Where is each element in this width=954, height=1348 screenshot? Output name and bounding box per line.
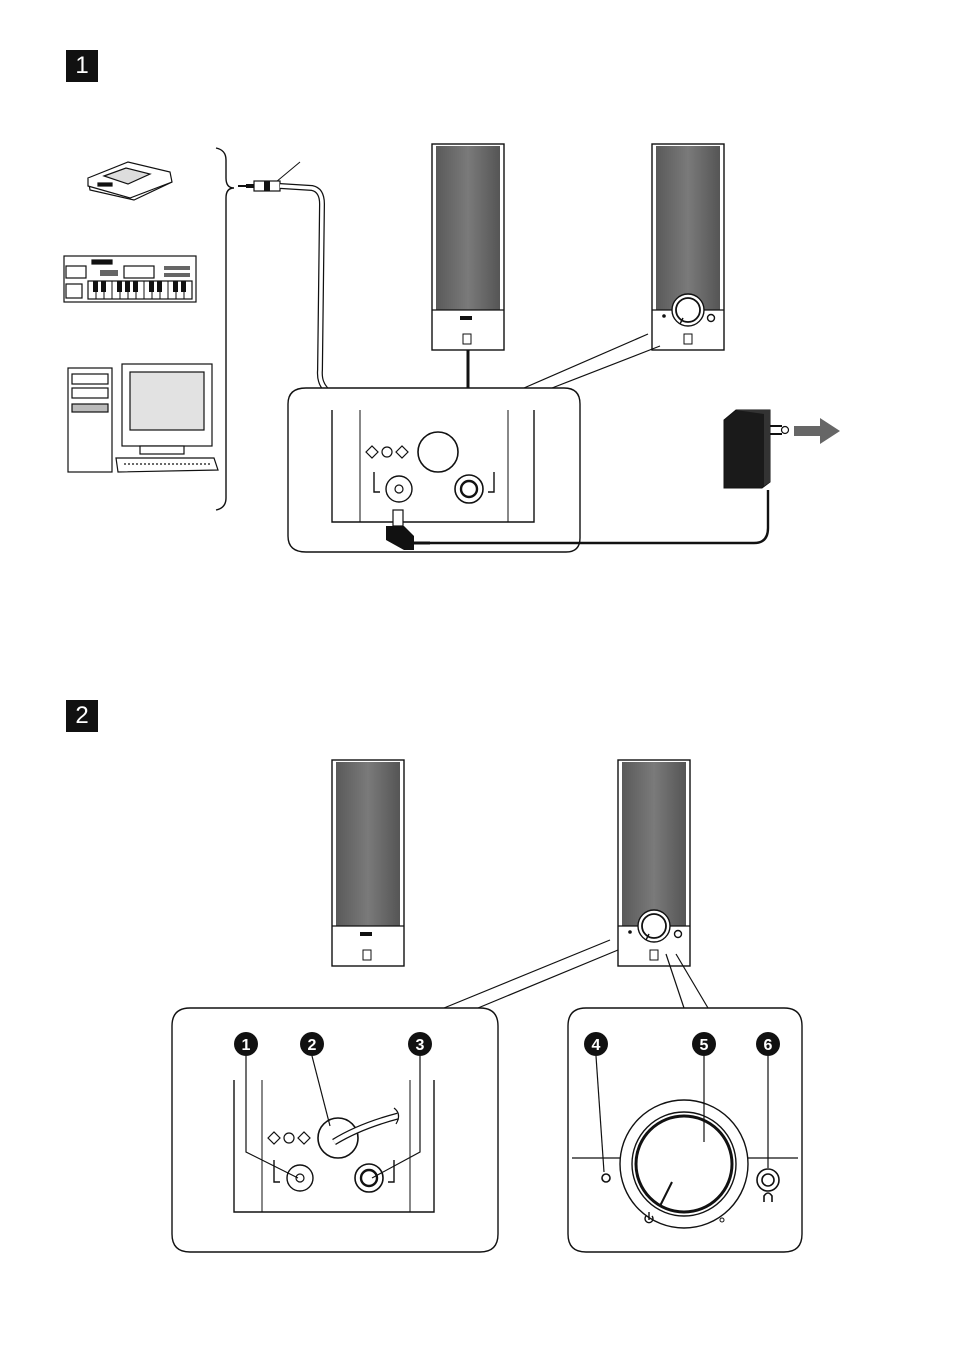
svg-text:5: 5 xyxy=(700,1037,709,1054)
keyboard-synth-icon xyxy=(64,256,196,302)
svg-text:2: 2 xyxy=(308,1037,317,1054)
svg-text:1: 1 xyxy=(242,1037,251,1054)
callout-4: 4 xyxy=(584,1032,608,1056)
callout-6: 6 xyxy=(756,1032,780,1056)
callout-3: 3 xyxy=(408,1032,432,1056)
callout-2: 2 xyxy=(300,1032,324,1056)
right-speaker xyxy=(652,144,724,350)
svg-text:4: 4 xyxy=(592,1037,601,1054)
portable-player-icon xyxy=(88,162,172,200)
right-speaker-front xyxy=(618,760,690,966)
ac-adapter-icon xyxy=(724,410,789,488)
svg-text:6: 6 xyxy=(764,1037,773,1054)
callout-5: 5 xyxy=(692,1032,716,1056)
source-bracket xyxy=(216,148,234,510)
svg-text:3: 3 xyxy=(416,1037,425,1054)
rear-panel-callout xyxy=(172,1008,498,1252)
rear-panel-detail xyxy=(288,388,580,552)
left-speaker-front xyxy=(332,760,404,966)
arrow-right-icon xyxy=(794,418,840,444)
desktop-computer-icon xyxy=(68,364,218,472)
callout-1: 1 xyxy=(234,1032,258,1056)
left-speaker xyxy=(432,144,504,350)
